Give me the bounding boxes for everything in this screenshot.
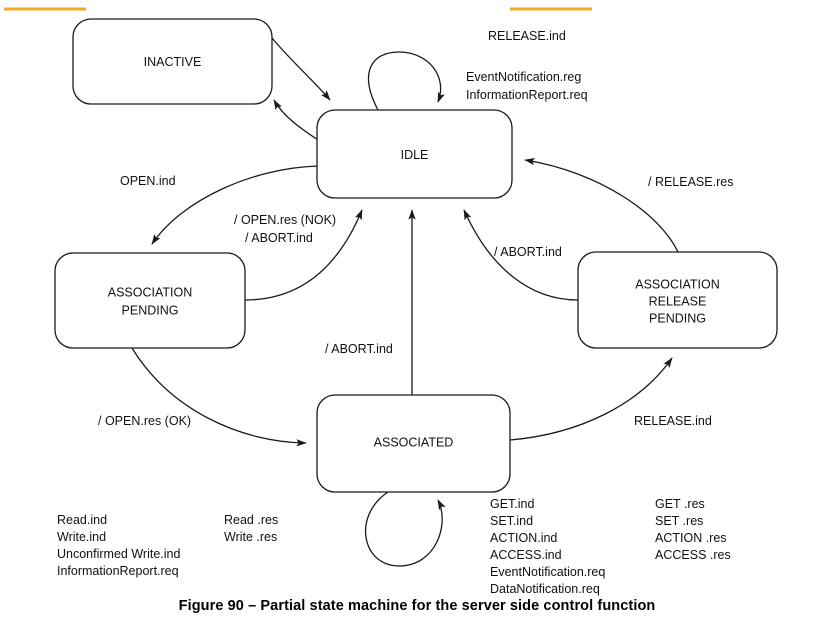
edge-label-open-res-ok: / OPEN.res (OK) [98, 414, 191, 428]
state-association-release-pending[interactable]: ASSOCIATION RELEASE PENDING [577, 251, 778, 349]
state-associated[interactable]: ASSOCIATED [316, 394, 511, 493]
signal-item: ACTION .res [655, 531, 727, 545]
edge-label-release-res: / RELEASE.res [648, 175, 733, 189]
edge-association-pending-to-idle [244, 209, 363, 301]
edge-association-pending-to-associated [131, 347, 307, 447]
edge-associated-self-loop [364, 491, 446, 567]
edge-release-pending-to-idle-abort [463, 209, 579, 301]
signal-item: Read .res [224, 513, 278, 527]
signal-item: Read.ind [57, 513, 107, 527]
state-inactive-label: INACTIVE [144, 55, 202, 69]
edge-label-open-ind: OPEN.ind [120, 174, 176, 188]
signal-item: InformationReport.req [57, 564, 179, 578]
signal-item: Write.ind [57, 530, 106, 544]
state-inactive[interactable]: INACTIVE [72, 18, 273, 105]
state-idle[interactable]: IDLE [316, 109, 513, 199]
figure-caption: Figure 90 – Partial state machine for th… [178, 598, 656, 614]
edge-label-open-res-nok: / OPEN.res (NOK) [234, 213, 336, 227]
edge-label-release-ind-top: RELEASE.ind [488, 29, 566, 43]
signal-item: GET.ind [490, 497, 535, 511]
state-association-pending[interactable]: ASSOCIATION PENDING [54, 252, 246, 349]
signal-item: SET.ind [490, 514, 533, 528]
edge-associated-to-release-pending [509, 357, 673, 441]
signal-list-associated-incoming-left: Read.ind Write.ind Unconfirmed Write.ind… [57, 513, 180, 578]
signal-item: Unconfirmed Write.ind [57, 547, 180, 561]
state-association-pending-label-line1: ASSOCIATION [108, 285, 193, 299]
signal-item: EventNotification.req [490, 565, 605, 579]
signal-item: ACCESS .res [655, 548, 731, 562]
state-release-pending-label-line3: PENDING [649, 311, 706, 325]
signal-item: ACTION.ind [490, 531, 557, 545]
state-release-pending-label-line1: ASSOCIATION [635, 277, 720, 291]
signal-item: ACCESS.ind [490, 548, 562, 562]
edge-label-abort-ind-right: / ABORT.ind [494, 245, 562, 259]
state-release-pending-label-line2: RELEASE [649, 294, 707, 308]
state-idle-label: IDLE [401, 148, 429, 162]
signal-item: SET .res [655, 514, 703, 528]
edge-label-idle-self-line2: InformationReport.req [466, 88, 588, 102]
signal-item: DataNotification.req [490, 582, 600, 596]
edge-idle-self-loop [367, 51, 445, 111]
signal-list-associated-incoming-mid: Read .res Write .res [224, 513, 278, 544]
signal-list-associated-outgoing-res: GET .res SET .res ACTION .res ACCESS .re… [655, 497, 731, 562]
edge-inactive-to-idle [271, 37, 331, 101]
edge-idle-to-inactive [273, 99, 319, 141]
state-associated-label: ASSOCIATED [374, 435, 454, 449]
edge-label-idle-self-line1: EventNotification.reg [466, 70, 581, 84]
edge-label-abort-ind-left: / ABORT.ind [245, 231, 313, 245]
signal-item: GET .res [655, 497, 705, 511]
edge-idle-to-association-pending [151, 165, 319, 245]
signal-item: Write .res [224, 530, 277, 544]
edge-label-release-ind-bottom: RELEASE.ind [634, 414, 712, 428]
edge-release-pending-to-idle-release [524, 157, 679, 253]
state-association-pending-label-line2: PENDING [122, 303, 179, 317]
signal-list-associated-outgoing-ind: GET.ind SET.ind ACTION.ind ACCESS.ind Ev… [490, 497, 605, 596]
edge-label-abort-ind-center: / ABORT.ind [325, 342, 393, 356]
